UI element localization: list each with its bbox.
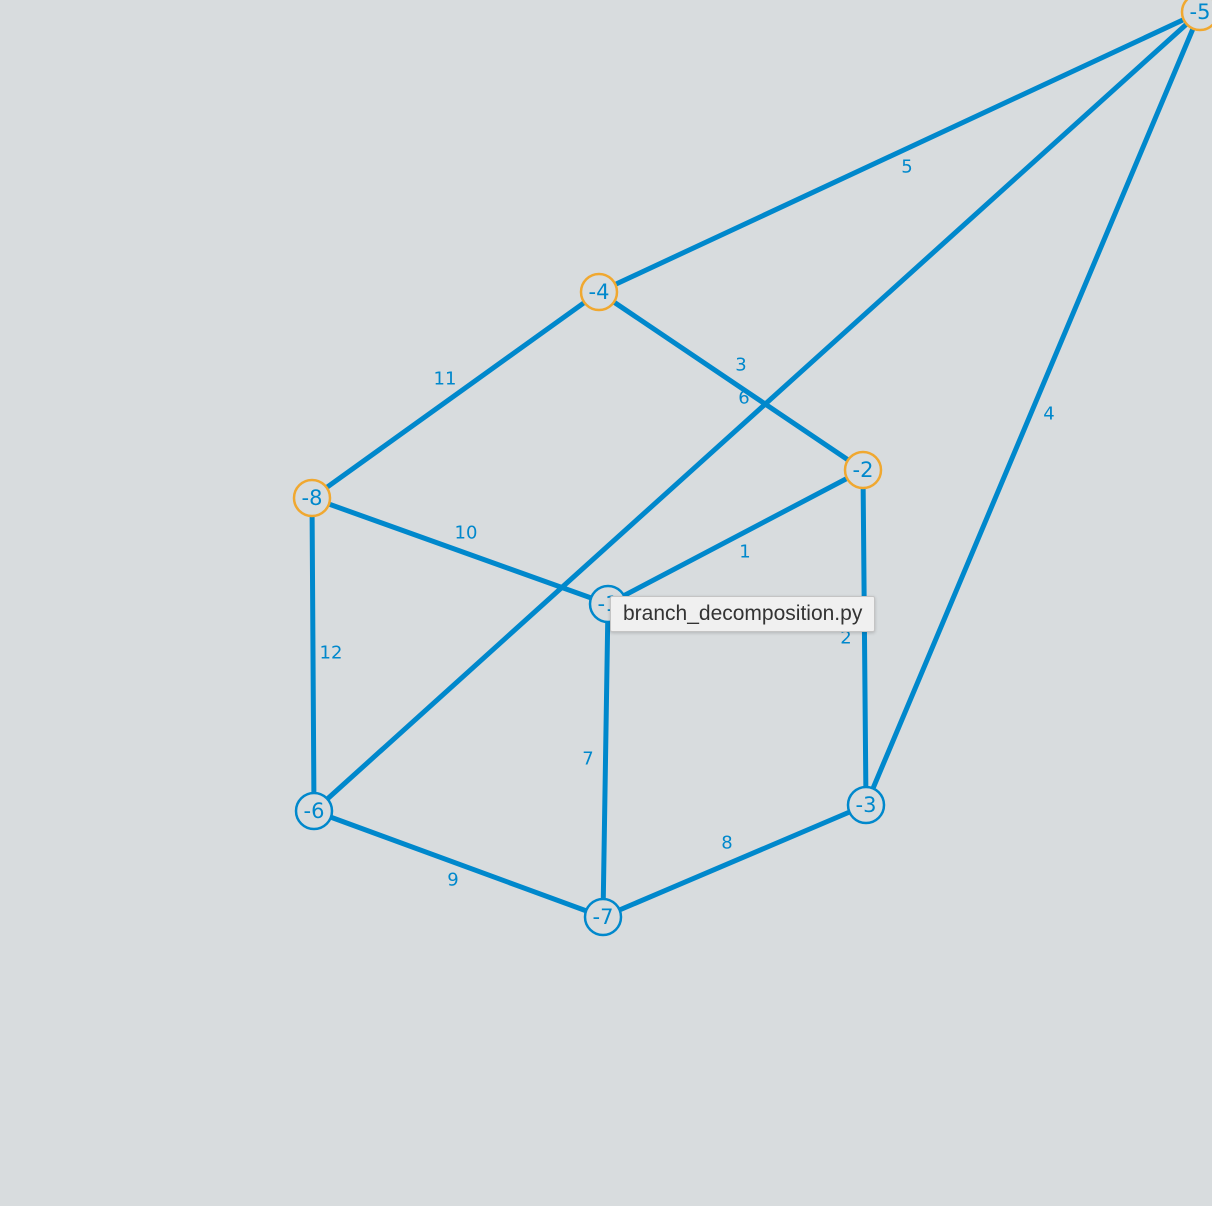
node-label: -2 [853,458,874,482]
node-8[interactable]: -8 [292,478,332,518]
edge-10[interactable] [309,495,611,607]
node-circle [846,785,886,825]
edge-label-4: 4 [1043,404,1054,425]
node-2[interactable]: -2 [843,450,883,490]
edge-8[interactable] [600,802,869,920]
node-label: -7 [593,905,614,929]
edge-label-3: 3 [735,355,746,376]
edge-label-7: 7 [582,749,593,770]
node-circle [843,450,883,490]
node-label: -8 [302,486,323,510]
edge-label-8: 8 [721,833,732,854]
edge-label-6: 6 [738,388,749,409]
node-label: -6 [304,799,325,823]
edge-6[interactable] [311,9,1203,814]
node-label: -3 [856,793,877,817]
edge-3[interactable] [596,289,866,473]
edge-11[interactable] [309,289,602,501]
edge-label-1: 1 [739,542,750,563]
node-label: -5 [1190,0,1211,24]
nodes-layer: -1-2-3-4-5-6-7-8 [292,0,1212,937]
edge-label-12: 12 [320,643,343,664]
tooltip-text: branch_decomposition.py [623,602,863,625]
node-4[interactable]: -4 [579,272,619,312]
node-3[interactable]: -3 [846,785,886,825]
node-circle [583,897,623,937]
node-5[interactable]: -5 [1180,0,1212,32]
edge-2[interactable] [860,467,869,808]
node-circle [292,478,332,518]
edge-1[interactable] [605,467,866,607]
edge-9[interactable] [311,808,606,920]
node-circle [1180,0,1212,32]
node-label: -4 [589,280,610,304]
edge-label-9: 9 [447,870,458,891]
node-7[interactable]: -7 [583,897,623,937]
edge-label-2: 2 [840,628,851,649]
edge-label-5: 5 [901,157,912,178]
edge-4[interactable] [863,9,1203,808]
edge-label-11: 11 [434,369,457,390]
node-circle [579,272,619,312]
tooltip: branch_decomposition.py [610,596,876,632]
node-6[interactable]: -6 [294,791,334,831]
edges-layer [309,9,1203,920]
edge-label-10: 10 [455,523,478,544]
edge-12[interactable] [309,495,317,814]
edge-7[interactable] [600,601,611,920]
node-circle [294,791,334,831]
edge-5[interactable] [596,9,1203,295]
